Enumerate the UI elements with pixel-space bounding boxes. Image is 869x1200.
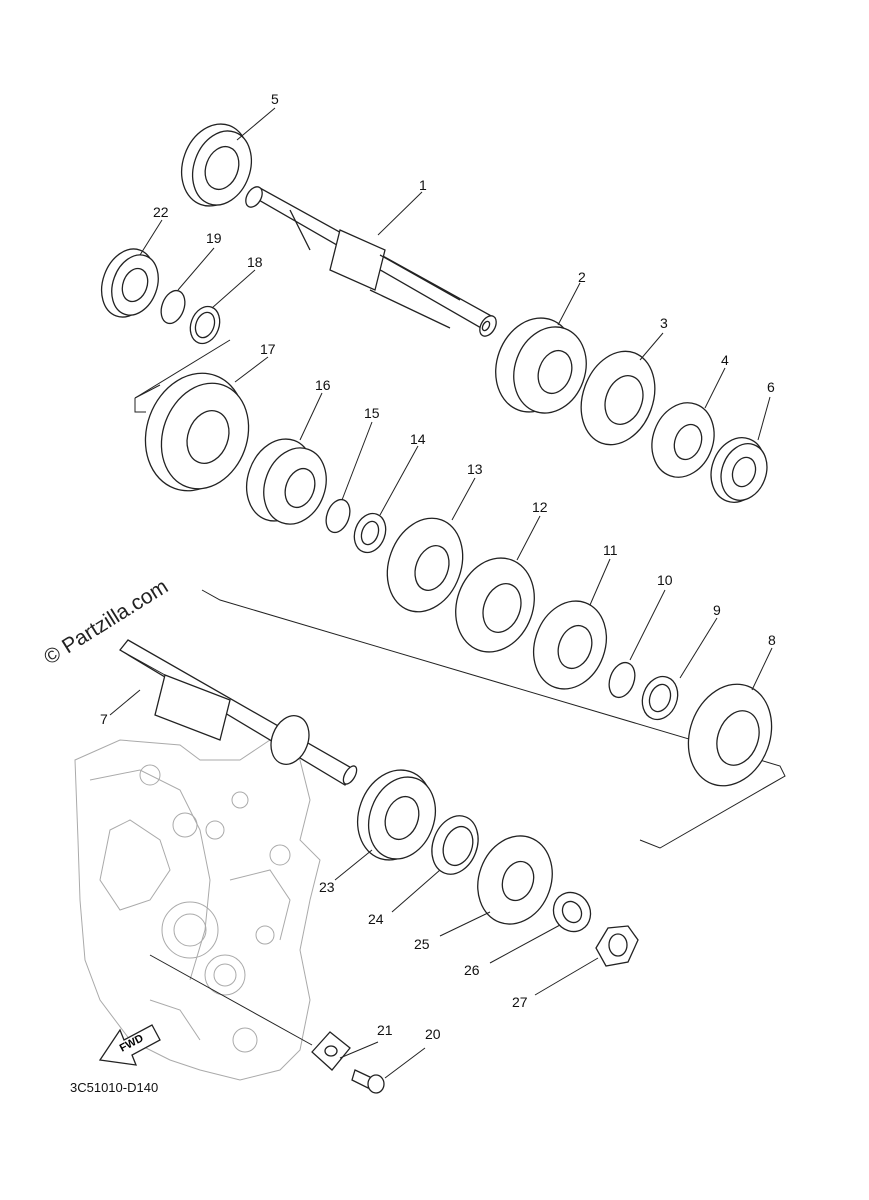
part-label-25[interactable]: 25	[414, 936, 430, 952]
washer-9	[637, 672, 684, 725]
part-label-26[interactable]: 26	[464, 962, 480, 978]
part-label-17[interactable]: 17	[260, 341, 276, 357]
part-label-2[interactable]: 2	[578, 269, 586, 285]
part-label-4[interactable]: 4	[721, 352, 729, 368]
leader-lines	[110, 108, 772, 1078]
part-label-14[interactable]: 14	[410, 431, 426, 447]
gear-11	[522, 591, 619, 700]
crankcase-outline	[75, 740, 320, 1080]
plate-21	[312, 1032, 350, 1070]
bearing-23	[345, 759, 446, 870]
part-label-3[interactable]: 3	[660, 315, 668, 331]
gear-12	[443, 547, 547, 663]
part-label-16[interactable]: 16	[315, 377, 331, 393]
part-label-23[interactable]: 23	[319, 879, 335, 895]
drive-axle-shaft	[120, 640, 359, 786]
part-label-8[interactable]: 8	[768, 632, 776, 648]
gear-13	[375, 508, 475, 623]
assembly-axis-lines	[120, 650, 312, 1045]
group-outline-main	[135, 340, 785, 848]
part-label-12[interactable]: 12	[532, 499, 548, 515]
part-label-15[interactable]: 15	[364, 405, 380, 421]
circlip-10	[605, 659, 640, 701]
part-label-10[interactable]: 10	[657, 572, 673, 588]
main-axle-shaft	[242, 184, 499, 339]
gear-4	[642, 394, 724, 486]
bearing-22	[93, 242, 167, 325]
part-label-11[interactable]: 11	[603, 542, 618, 558]
diagram-code: 3C51010-D140	[70, 1080, 159, 1095]
part-label-5[interactable]: 5	[271, 91, 279, 107]
gear-8	[675, 672, 786, 797]
circlip-19	[157, 287, 189, 326]
circlip-15	[322, 496, 354, 535]
lock-washer-26	[546, 886, 597, 939]
part-label-27[interactable]: 27	[512, 994, 528, 1010]
gear-2	[483, 307, 598, 423]
fwd-arrow-icon	[100, 1025, 160, 1065]
gear-16	[236, 430, 337, 533]
bearing-5	[171, 115, 262, 216]
part-label-1[interactable]: 1	[419, 177, 427, 193]
part-label-21[interactable]: 21	[377, 1022, 393, 1038]
gear-17	[129, 359, 263, 505]
part-label-22[interactable]: 22	[153, 204, 169, 220]
part-label-20[interactable]: 20	[425, 1026, 441, 1042]
screw-20	[352, 1070, 384, 1093]
part-label-7[interactable]: 7	[100, 711, 108, 727]
sprocket-25	[466, 825, 564, 934]
washer-14	[349, 509, 391, 557]
part-label-9[interactable]: 9	[713, 602, 721, 618]
part-label-13[interactable]: 13	[467, 461, 483, 477]
part-label-6[interactable]: 6	[767, 379, 775, 395]
part-label-19[interactable]: 19	[206, 230, 222, 246]
part-label-24[interactable]: 24	[368, 911, 384, 927]
oil-seal-24	[424, 809, 486, 880]
bearing-6	[702, 430, 774, 510]
nut-27	[596, 926, 638, 966]
washer-18	[185, 302, 224, 347]
gear-3	[569, 341, 668, 455]
part-label-18[interactable]: 18	[247, 254, 263, 270]
